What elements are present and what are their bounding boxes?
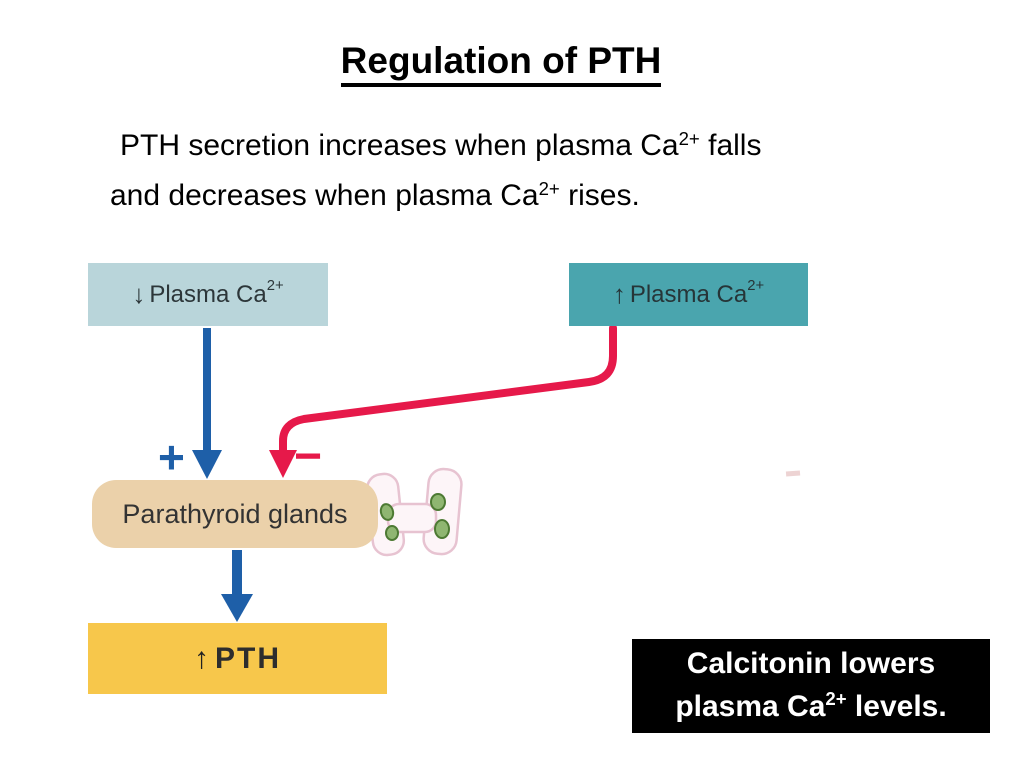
superscript-2plus: 2+ [747, 278, 765, 295]
thyroid-gland-icon [366, 467, 463, 557]
calcitonin-callout-box: Calcitonin lowers plasma Ca2+ levels. [632, 639, 990, 733]
callout-line2-pre: plasma Ca [675, 689, 826, 723]
up-arrow-icon: ↑ [194, 641, 209, 675]
parathyroid-dot-upper-right [430, 493, 446, 511]
body-line1-post: falls [699, 129, 762, 162]
body-line-1: PTH secretion increases when plasma Ca2+… [110, 122, 910, 172]
pth-label: PTH [215, 641, 281, 675]
parathyroid-glands-label: Parathyroid glands [122, 498, 348, 529]
stray-mark [785, 470, 801, 477]
callout-line2-post: levels. [846, 689, 947, 723]
down-arrow-icon: ↓ [132, 279, 146, 309]
inhibitory-arrowhead-icon [269, 450, 297, 478]
thyroid-right-lobe [422, 467, 463, 556]
thyroid-isthmus-fill [392, 508, 432, 528]
parathyroid-dot-upper-left [379, 503, 395, 521]
body-line2-post: rises. [559, 179, 640, 212]
thyroid-isthmus [386, 502, 438, 534]
pth-output-arrowhead-icon [221, 594, 253, 622]
minus-sign: − [294, 430, 323, 483]
page-title: Regulation of PTH [340, 40, 662, 87]
high-plasma-ca-label: Plasma Ca [629, 280, 748, 308]
body-line-2: and decreases when plasma Ca2+ rises. [110, 172, 910, 222]
parathyroid-dot-lower-right [434, 519, 450, 539]
pth-box: ↑ PTH [88, 623, 387, 694]
body-line1-pre: PTH secretion increases when plasma Ca [120, 129, 679, 162]
plus-sign: + [158, 431, 185, 483]
inhibitory-arrow-curve [279, 324, 617, 457]
callout-line-2: plasma Ca2+ levels. [675, 685, 946, 731]
superscript-2plus: 2+ [266, 278, 284, 295]
stimulatory-arrowhead-icon [192, 450, 222, 479]
superscript-2plus: 2+ [825, 688, 847, 710]
parathyroid-glands-box: Parathyroid glands [92, 480, 378, 548]
parathyroid-dot-lower-left [385, 525, 399, 541]
superscript-2plus: 2+ [538, 177, 560, 199]
low-plasma-ca-label: Plasma Ca [149, 280, 267, 308]
title-wrap: Regulation of PTH [0, 40, 1002, 87]
callout-line-1: Calcitonin lowers [686, 646, 936, 680]
body-paragraph: PTH secretion increases when plasma Ca2+… [110, 122, 910, 222]
up-arrow-icon: ↑ [612, 279, 626, 309]
body-line2-pre: and decreases when plasma Ca [110, 179, 539, 212]
superscript-2plus: 2+ [678, 127, 700, 149]
